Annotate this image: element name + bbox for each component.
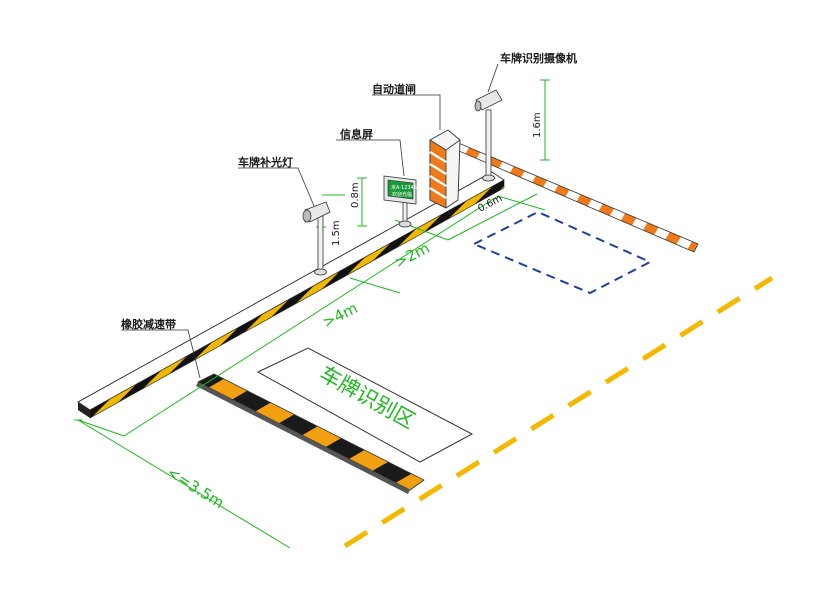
speed-bump-label: 橡胶减速带 [121,317,176,331]
recognition-zone: 车牌识别区 [256,347,474,463]
screen-label: 信息屏 [340,127,373,141]
light-height-dim: 1.5m [331,220,342,246]
screen-text-line2: 欢迎光临 [392,191,412,198]
speed-bump [196,373,425,494]
traffic-island [77,171,505,419]
recognition-camera [474,89,503,182]
barrier-cabinet [429,129,461,209]
screen-height-dim: 0.8m [350,182,361,208]
dimension-lines [74,79,550,549]
screen-text-line1: 京A·12345 [391,184,417,191]
info-screen: 京A·12345 欢迎光临 [383,175,417,228]
lane-edge-line [343,275,774,549]
label-leaders [121,63,499,379]
camera-height-dim: 1.6m [532,112,543,138]
fill-light [302,201,331,276]
light-distance-dim: >4m [320,299,361,332]
fill-light-label: 车牌补光灯 [238,155,293,169]
parking-detection-box [471,210,653,295]
barrier-label: 自动道闸 [372,82,416,96]
camera-label: 车牌识别摄像机 [500,51,577,65]
lane-width-dim: <=3.5m [164,463,227,512]
